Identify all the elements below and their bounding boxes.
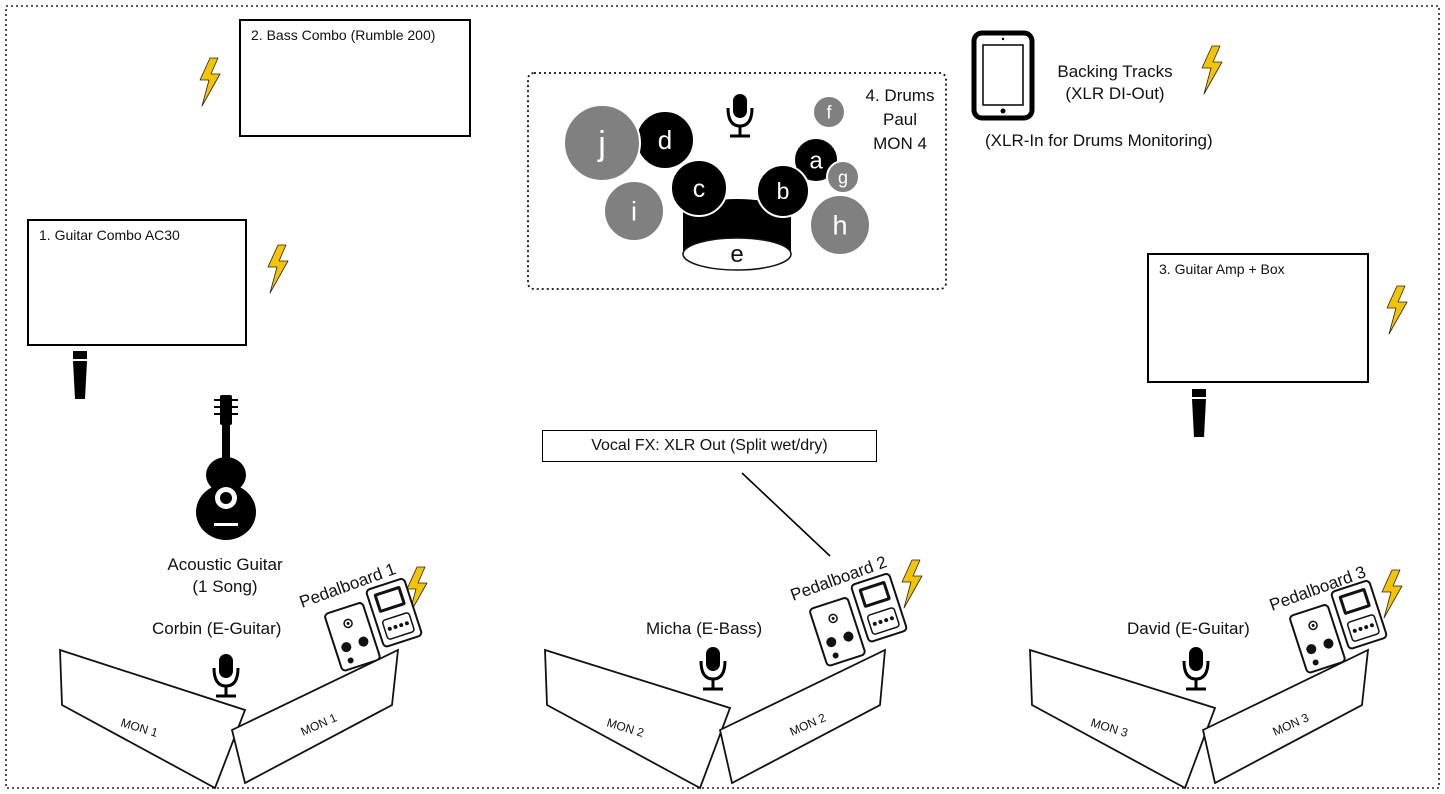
monitor-1-left	[59, 648, 247, 790]
drum-riser	[527, 72, 947, 290]
drums-title: 4. Drums	[865, 86, 935, 105]
drum-c: c	[670, 159, 728, 217]
monitor-2-left	[544, 648, 732, 790]
guitar-combo-label: 1. Guitar Combo AC30	[39, 227, 180, 243]
guitar-amp-box-label: 3. Guitar Amp + Box	[1159, 261, 1285, 277]
drum-g-label: g	[838, 167, 848, 187]
monitor-2-right	[718, 648, 887, 785]
vocal-mic-micha-icon	[699, 645, 727, 691]
acoustic-guitar-icon	[196, 395, 256, 540]
drum-j: j	[563, 104, 641, 182]
drum-e-label: e	[730, 241, 743, 268]
power-icon-pedalboard2	[901, 559, 923, 609]
vocal-fx-box: Vocal FX: XLR Out (Split wet/dry)	[542, 430, 877, 462]
vocal-fx-connector	[741, 472, 831, 557]
power-icon-bass	[199, 57, 221, 107]
drum-a-label: a	[809, 147, 823, 174]
acoustic-note: (1 Song)	[192, 577, 258, 596]
drum-b-label: b	[777, 178, 790, 204]
guitar-amp-box: 3. Guitar Amp + Box	[1147, 253, 1369, 383]
vocal-mic-david-icon	[1182, 645, 1210, 691]
power-icon-backing	[1201, 45, 1223, 95]
drum-f-label: f	[826, 102, 832, 122]
backing-tracks-info: Backing Tracks (XLR DI-Out)	[1040, 61, 1190, 105]
amp1-mic-icon	[73, 351, 87, 399]
stage-border	[5, 5, 1440, 789]
amp3-mic-icon	[1192, 389, 1206, 437]
tablet-icon	[971, 30, 1035, 121]
acoustic-label: Acoustic Guitar	[167, 555, 283, 574]
drum-i-label: i	[631, 196, 637, 226]
monitor-3-left	[1029, 648, 1217, 790]
drums-info: 4. Drums Paul MON 4	[850, 84, 950, 156]
drum-h: h	[809, 194, 871, 256]
drum-d-label: d	[658, 125, 672, 155]
drums-monitor: MON 4	[873, 134, 927, 153]
drum-a: a	[793, 137, 839, 183]
musician-corbin: Corbin (E-Guitar)	[152, 619, 282, 638]
guitar-combo-box: 1. Guitar Combo AC30	[27, 219, 247, 346]
drum-f: f	[812, 95, 846, 129]
power-icon-pedalboard3	[1381, 569, 1403, 619]
monitor-1-right	[230, 648, 400, 785]
drum-c-label: c	[693, 175, 706, 203]
musician-david: David (E-Guitar)	[1127, 619, 1250, 638]
drum-b: b	[756, 164, 810, 218]
drum-kit: e ab cd f g h i j	[563, 95, 871, 271]
vocal-fx-label: Vocal FX: XLR Out (Split wet/dry)	[591, 437, 828, 454]
drum-g: g	[826, 160, 860, 194]
drum-i: i	[603, 180, 665, 242]
backing-input: (XLR-In for Drums Monitoring)	[985, 131, 1213, 150]
bass-combo-label: 2. Bass Combo (Rumble 200)	[251, 27, 436, 43]
musician-micha: Micha (E-Bass)	[646, 619, 763, 638]
vocal-mic-corbin-icon	[212, 652, 240, 698]
power-icon-amp3	[1386, 285, 1408, 335]
drum-j-label: j	[597, 125, 606, 163]
acoustic-guitar-info: Acoustic Guitar (1 Song)	[150, 554, 300, 598]
bass-combo-box: 2. Bass Combo (Rumble 200)	[239, 19, 471, 137]
backing-output: (XLR DI-Out)	[1065, 84, 1165, 103]
drum-h-label: h	[832, 210, 847, 240]
backing-title: Backing Tracks	[1057, 62, 1173, 81]
monitor-3-right	[1201, 648, 1370, 785]
power-icon-guitar1	[267, 244, 289, 294]
drums-player: Paul	[882, 110, 918, 129]
drum-mic-icon	[726, 92, 754, 138]
drum-d: d	[635, 110, 695, 170]
